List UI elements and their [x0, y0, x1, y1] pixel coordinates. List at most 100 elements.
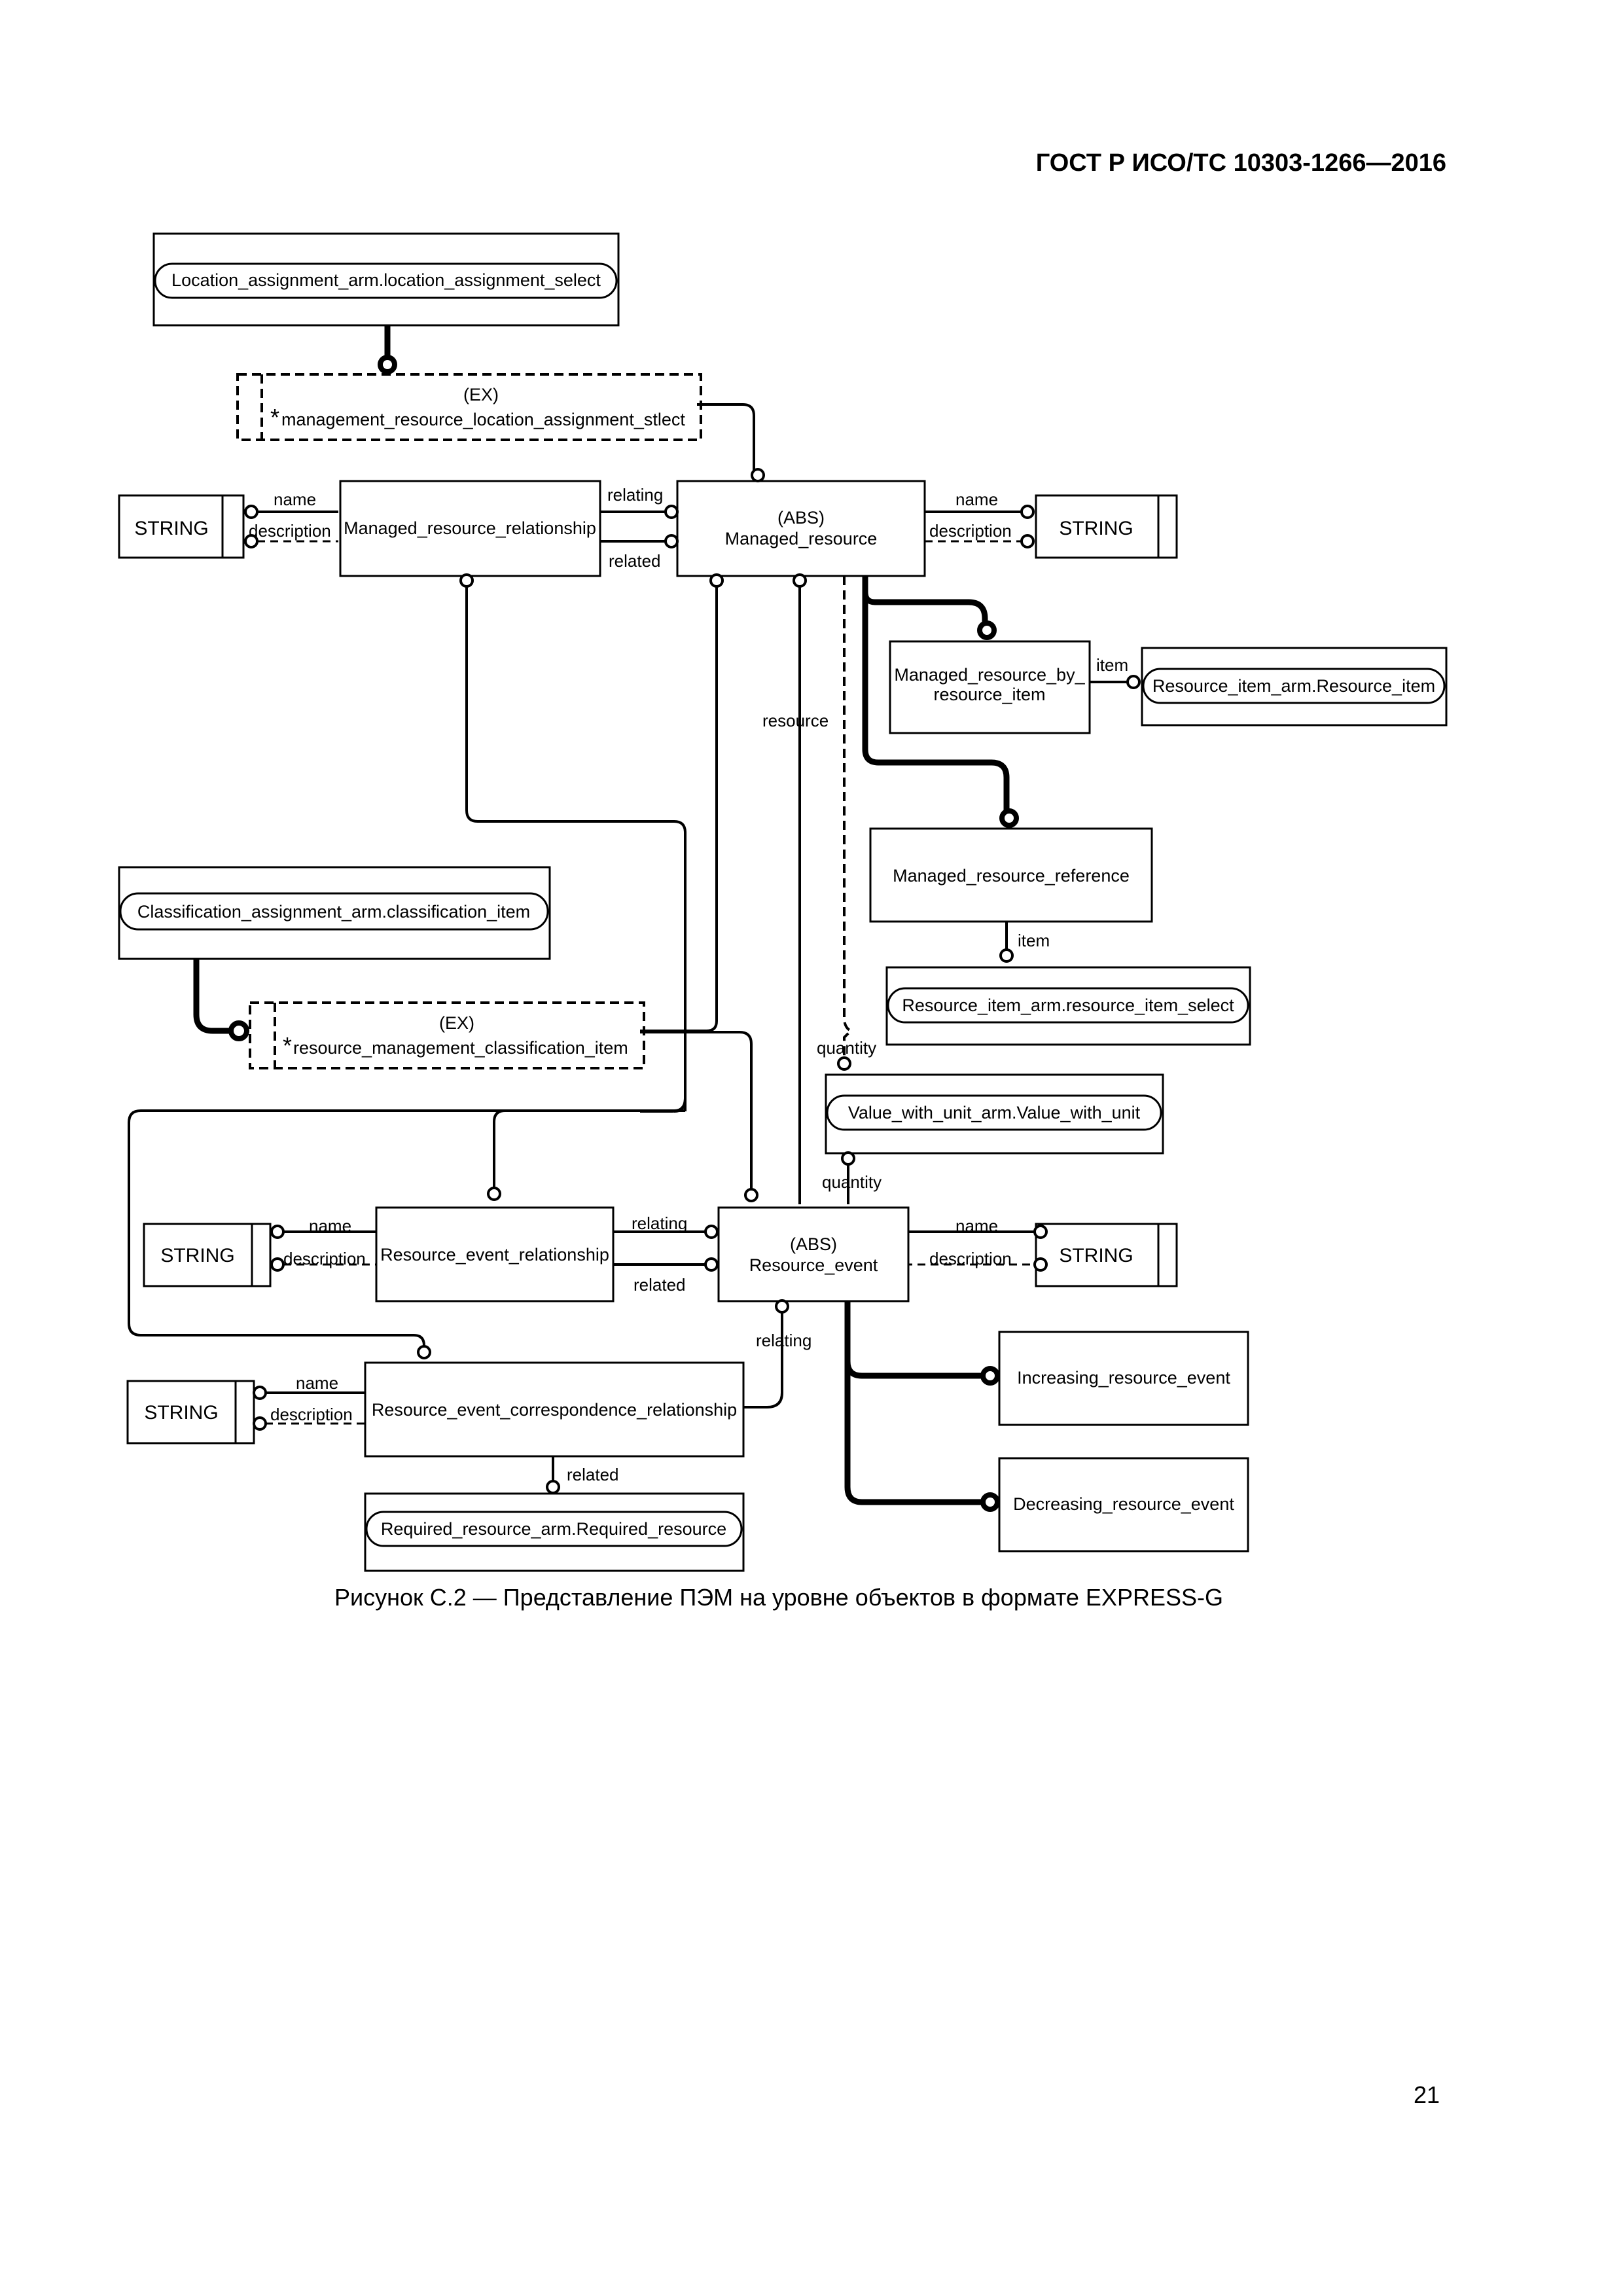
managed-resource-box: (ABS) Managed_resource — [676, 480, 926, 577]
circle-quantity-top — [837, 1056, 851, 1071]
label-quantity-1: quantity — [817, 1038, 876, 1058]
string-box-5: STRING — [126, 1380, 255, 1444]
resource-event-relationship-label: Resource_event_relationship — [380, 1245, 609, 1265]
circle-location-ex — [378, 355, 397, 374]
circle-string5-name — [253, 1386, 267, 1400]
string-box-2: STRING — [1035, 494, 1178, 559]
resource-item-select-label: Resource_item_arm.resource_item_select — [902, 996, 1234, 1015]
value-with-unit-label: Value_with_unit_arm.Value_with_unit — [848, 1103, 1141, 1122]
label-description-1: description — [249, 521, 331, 541]
circle-resource-event-top — [744, 1188, 758, 1202]
circle-mrr-relating — [664, 505, 679, 519]
circle-rer-related — [704, 1257, 719, 1272]
circle-re-relating — [775, 1299, 789, 1314]
string-box-1: STRING — [118, 494, 245, 559]
label-description-3: description — [283, 1249, 366, 1268]
label-related-2: related — [633, 1275, 686, 1295]
line-mr-to-by-item — [862, 576, 988, 625]
location-assignment-select-label: Location_assignment_arm.location_assignm… — [171, 270, 601, 290]
management-location-star: * — [270, 404, 279, 431]
location-assignment-select-box: Location_assignment_arm.location_assignm… — [152, 232, 620, 327]
label-related-1: related — [609, 551, 661, 571]
line-ex-to-rec — [128, 1047, 687, 1348]
circle-rec-top — [417, 1345, 431, 1359]
document-header: ГОСТ Р ИСО/ТС 10303-1266—2016 — [1035, 149, 1446, 177]
label-resource: resource — [762, 711, 829, 730]
classification-ex-tag: (EX) — [439, 1013, 474, 1033]
circle-by-item — [977, 620, 997, 640]
circle-string2-description — [1020, 534, 1035, 548]
line-classification-item-to-ex — [193, 956, 241, 1034]
label-item-1: item — [1096, 655, 1128, 675]
label-item-2: item — [1018, 931, 1050, 950]
circle-increasing — [980, 1366, 1000, 1386]
circle-string1-name — [244, 505, 259, 519]
line-quantity-mr-to-vwu — [843, 576, 853, 1064]
management-location-name: management_resource_location_assignment_… — [281, 410, 685, 429]
line-ex-helper — [673, 1031, 687, 1113]
circle-resource-item — [1126, 675, 1141, 689]
page-number: 21 — [1413, 2081, 1440, 2108]
classification-ex-star: * — [283, 1032, 292, 1059]
circle-string1-description — [244, 534, 259, 548]
circle-string2-name — [1020, 505, 1035, 519]
managed-resource-by-item-box: Managed_resource_by_ resource_item — [889, 640, 1091, 734]
resource-event-label: Resource_event — [749, 1255, 878, 1275]
label-description-5: description — [270, 1405, 353, 1424]
circle-string3-description — [270, 1257, 285, 1272]
decreasing-event-label: Decreasing_resource_event — [1013, 1494, 1234, 1514]
circle-mr-bottom-left — [709, 573, 724, 588]
label-name-4: name — [955, 1216, 998, 1236]
label-name-5: name — [296, 1373, 338, 1393]
required-resource-label: Required_resource_arm.Required_resource — [381, 1519, 726, 1539]
line-mr-to-classification-ex — [640, 580, 718, 1032]
resource-item-select-box: Resource_item_arm.resource_item_select — [885, 966, 1251, 1046]
circle-string4-name — [1033, 1225, 1048, 1239]
managed-resource-reference-box: Managed_resource_reference — [869, 827, 1153, 923]
managed-resource-abs-tag: (ABS) — [777, 508, 825, 528]
value-with-unit-box: Value_with_unit_arm.Value_with_unit — [825, 1073, 1164, 1155]
managed-resource-reference-label: Managed_resource_reference — [893, 866, 1130, 886]
managed-resource-relationship-label: Managed_resource_relationship — [344, 518, 596, 538]
circle-quantity-bottom — [841, 1151, 855, 1166]
circle-mrr-bottom — [459, 573, 474, 588]
resource-event-correspondence-label: Resource_event_correspondence_relationsh… — [372, 1400, 737, 1420]
resource-item-label: Resource_item_arm.Resource_item — [1152, 676, 1435, 696]
string-1-label: STRING — [134, 518, 208, 539]
increasing-event-box: Increasing_resource_event — [998, 1331, 1249, 1426]
label-name-2: name — [955, 490, 998, 509]
circle-string5-description — [253, 1416, 267, 1431]
label-relating-1: relating — [607, 485, 663, 505]
label-description-4: description — [929, 1249, 1012, 1268]
circle-rer-relating — [704, 1225, 719, 1239]
string-box-3: STRING — [143, 1223, 272, 1287]
string-4-label: STRING — [1059, 1245, 1133, 1266]
resource-item-box: Resource_item_arm.Resource_item — [1141, 647, 1448, 726]
label-name-1: name — [274, 490, 316, 509]
increasing-event-label: Increasing_resource_event — [1017, 1368, 1230, 1388]
line-ex-to-managed-resource — [697, 403, 755, 470]
string-5-label: STRING — [144, 1402, 218, 1424]
string-2-label: STRING — [1059, 518, 1133, 539]
label-relating-3: relating — [756, 1331, 812, 1350]
circle-resource-item-select — [999, 948, 1014, 963]
line-re-to-rec — [743, 1308, 783, 1408]
label-quantity-2: quantity — [822, 1172, 882, 1192]
circle-rer-top — [487, 1187, 501, 1201]
label-related-3: related — [567, 1465, 619, 1484]
circle-managed-resource-top — [751, 468, 765, 482]
decreasing-event-box: Decreasing_resource_event — [998, 1457, 1249, 1552]
line-re-to-increasing — [844, 1301, 988, 1379]
circle-mr-resource — [793, 573, 807, 588]
circle-classification-ex — [228, 1020, 249, 1041]
classification-item-label: Classification_assignment_arm.classifica… — [137, 902, 530, 922]
line-ex-to-rer — [493, 1109, 685, 1190]
resource-event-correspondence-box: Resource_event_correspondence_relationsh… — [364, 1361, 745, 1458]
management-location-ex-tag: (EX) — [463, 385, 499, 404]
resource-event-relationship-box: Resource_event_relationship — [375, 1206, 615, 1302]
circle-string3-name — [270, 1225, 285, 1239]
circle-mrr-related — [664, 534, 679, 548]
line-re-to-decreasing — [844, 1361, 988, 1505]
managed-resource-relationship-box: Managed_resource_relationship — [339, 480, 601, 577]
figure-caption: Рисунок С.2 — Представление ПЭМ на уровн… — [334, 1584, 1223, 1611]
